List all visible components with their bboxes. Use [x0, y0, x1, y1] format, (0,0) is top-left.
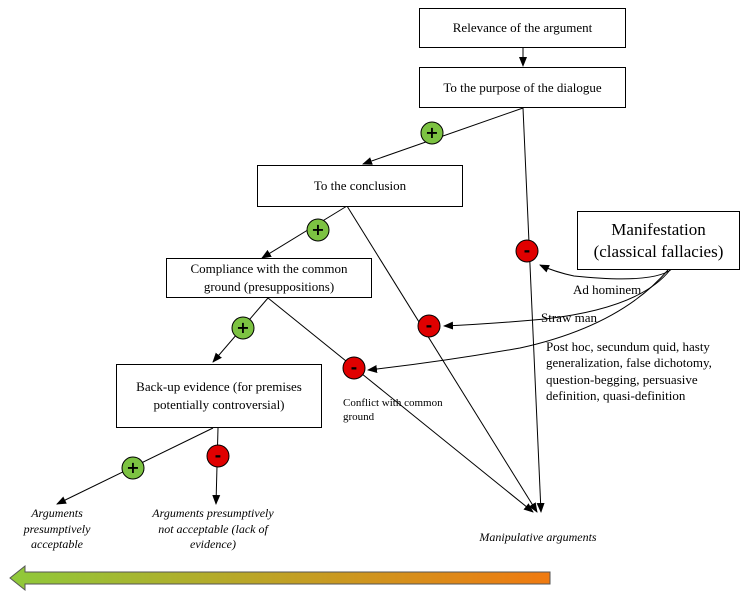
- box-conclusion: To the conclusion: [257, 165, 463, 207]
- minus-marker-conclusion: -: [417, 314, 441, 338]
- edge-others: [367, 269, 669, 373]
- label-straw-man: Straw man: [541, 310, 597, 325]
- edge-common-manipulative: [267, 297, 534, 513]
- svg-text:-: -: [524, 241, 531, 260]
- outcome-not-acceptable: Arguments presumptively not acceptable (…: [152, 506, 274, 552]
- evaluation-gradient-arrow: [9, 564, 551, 592]
- svg-text:+: +: [126, 458, 139, 477]
- minus-marker-common-ground: -: [342, 356, 366, 380]
- outcome-acceptable: Arguments presumptively acceptable: [23, 506, 91, 552]
- minus-marker-purpose: -: [515, 239, 539, 263]
- box-backup-evidence: Back-up evidence (for premises potential…: [116, 364, 322, 428]
- svg-text:-: -: [426, 316, 433, 335]
- edge-conclusion-common: [261, 205, 348, 259]
- label-conflict-common-ground: Conflict with common ground: [343, 397, 443, 424]
- svg-text:+: +: [425, 123, 438, 142]
- minus-marker-backup: -: [206, 444, 230, 468]
- plus-marker-conclusion: +: [420, 121, 444, 145]
- edge-adhominem: [539, 264, 676, 280]
- box-purpose: To the purpose of the dialogue: [419, 67, 626, 108]
- plus-marker-acceptable: +: [121, 456, 145, 480]
- label-other-fallacies: Post hoc, secundum quid, hasty generaliz…: [546, 339, 712, 403]
- edge-strawman: [443, 269, 671, 330]
- outcome-manipulative: Manipulative arguments: [479, 530, 597, 544]
- edge-conclusion-manipulative: [346, 205, 538, 513]
- label-ad-hominem: Ad hominem: [573, 282, 642, 297]
- plus-marker-common-ground: +: [306, 218, 330, 242]
- svg-text:-: -: [215, 446, 222, 465]
- box-relevance: Relevance of the argument: [419, 8, 626, 48]
- svg-text:+: +: [311, 220, 324, 239]
- plus-marker-backup: +: [231, 316, 255, 340]
- box-common-ground: Compliance with the common ground (presu…: [166, 258, 372, 298]
- svg-text:+: +: [236, 318, 249, 337]
- edge-purpose-manipulative: [522, 107, 545, 513]
- box-manifestation: Manifestation (classical fallacies): [577, 211, 740, 270]
- svg-text:-: -: [351, 358, 358, 377]
